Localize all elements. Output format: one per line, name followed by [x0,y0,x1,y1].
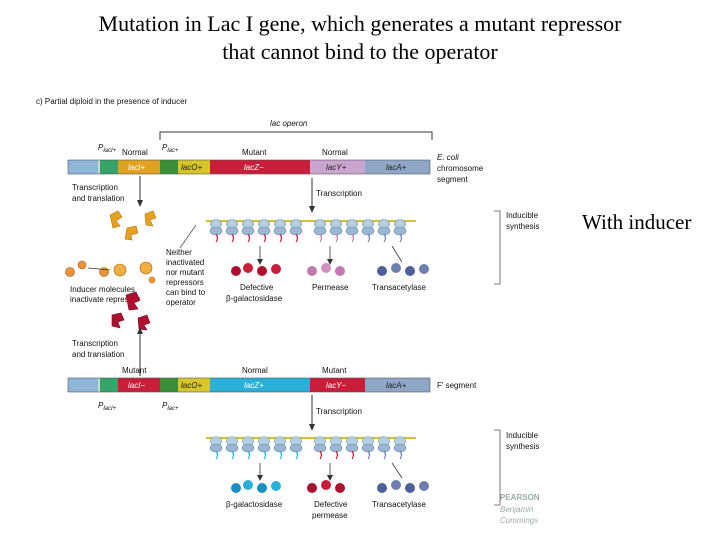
transcription-top: Transcription [316,189,362,198]
side-note: With inducer [582,210,692,234]
inducible-bottom-1: Inducible [506,431,539,440]
inducible-top-2: synthesis [506,222,539,231]
transcription-bottom: Transcription [316,407,362,416]
fprime-status-lacY: Mutant [322,366,347,375]
callout-text: Neither inactivated nor mutant repressor… [166,248,206,307]
inducible-top-1: Inducible [506,211,539,220]
promoter-i-label: PlacI+ [98,143,117,154]
fprime-strip [67,377,431,393]
slide-title: Mutation in Lac I gene, which generates … [0,10,720,66]
fprime-gene-lacA: lacA+ [386,381,407,390]
product-blobs-top [231,263,429,276]
mutant-repressors [111,291,151,331]
product-top-1a: Defective [240,283,274,292]
gene-lacI: lacI+ [128,163,145,172]
segment-label-1: E. coli [437,153,459,162]
transl-label-3: Transcription [72,339,118,348]
nascent-chains-bottom [215,450,403,460]
panel-heading: c) Partial diploid in the presence of in… [36,97,188,106]
svg-text:repressors: repressors [166,278,204,287]
nascent-chains-top [215,233,403,243]
gene-lacZ: lacZ− [244,163,264,172]
fprime-gene-lacO: lacO+ [181,381,202,390]
repressor-proteins [109,210,157,241]
operon-label: lac operon [270,119,308,128]
fprime-gene-lacZ: lacZ+ [244,381,264,390]
inducible-bottom-2: synthesis [506,442,539,451]
product-bottom-2a: Defective [314,500,348,509]
fprime-segment-label: F′ segment [437,381,477,390]
product-top-2: Permease [312,283,349,292]
svg-text:nor mutant: nor mutant [166,268,205,277]
promoter-lac-label: Plac+ [162,143,179,154]
segment-label-3: segment [437,175,468,184]
fprime-gene-lacY: lacY− [326,381,347,390]
transl-label-1: Transcription [72,183,118,192]
svg-text:can bind to: can bind to [166,288,206,297]
fprime-gene-lacI: lacI− [128,381,145,390]
publisher-2: Benjamin [500,505,534,514]
product-bottom-2b: permease [312,511,348,520]
fprime-status-lacI: Mutant [122,366,147,375]
gene-lacA: lacA+ [386,163,407,172]
product-blobs-bottom [231,480,429,493]
svg-text:inactivated: inactivated [166,258,204,267]
chromosome-strip [67,159,431,175]
svg-text:operator: operator [166,298,196,307]
product-top-1b: β-galactosidase [226,294,283,303]
publisher-1: PEARSON [500,493,540,502]
svg-text:Neither: Neither [166,248,192,257]
fprime-promoter-lac: Plac+ [162,401,179,412]
inducer-note-2: inactivate repressor [70,295,140,304]
publisher-3: Cummings [500,516,538,525]
inducer-molecules [65,260,156,284]
product-top-3: Transacetylase [372,283,427,292]
status-lacY: Normal [322,148,348,157]
title-line-1: Mutation in Lac I gene, which generates … [98,11,622,36]
status-lacZ: Mutant [242,148,267,157]
product-bottom-1: β-galactosidase [226,500,283,509]
inducer-note-1: Inducer molecules [70,285,135,294]
transl-label-4: and translation [72,350,124,359]
status-lacI: Normal [122,148,148,157]
product-bottom-3: Transacetylase [372,500,427,509]
gene-lacO: lacO+ [181,163,202,172]
operon-bracket [159,131,433,140]
transl-label-2: and translation [72,194,124,203]
gene-lacY: lacY+ [326,163,347,172]
fprime-status-lacZ: Normal [242,366,268,375]
fprime-promoter-i: PlacI+ [98,401,117,412]
title-line-2: that cannot bind to the operator [222,39,498,64]
segment-label-2: chromosome [437,164,484,173]
